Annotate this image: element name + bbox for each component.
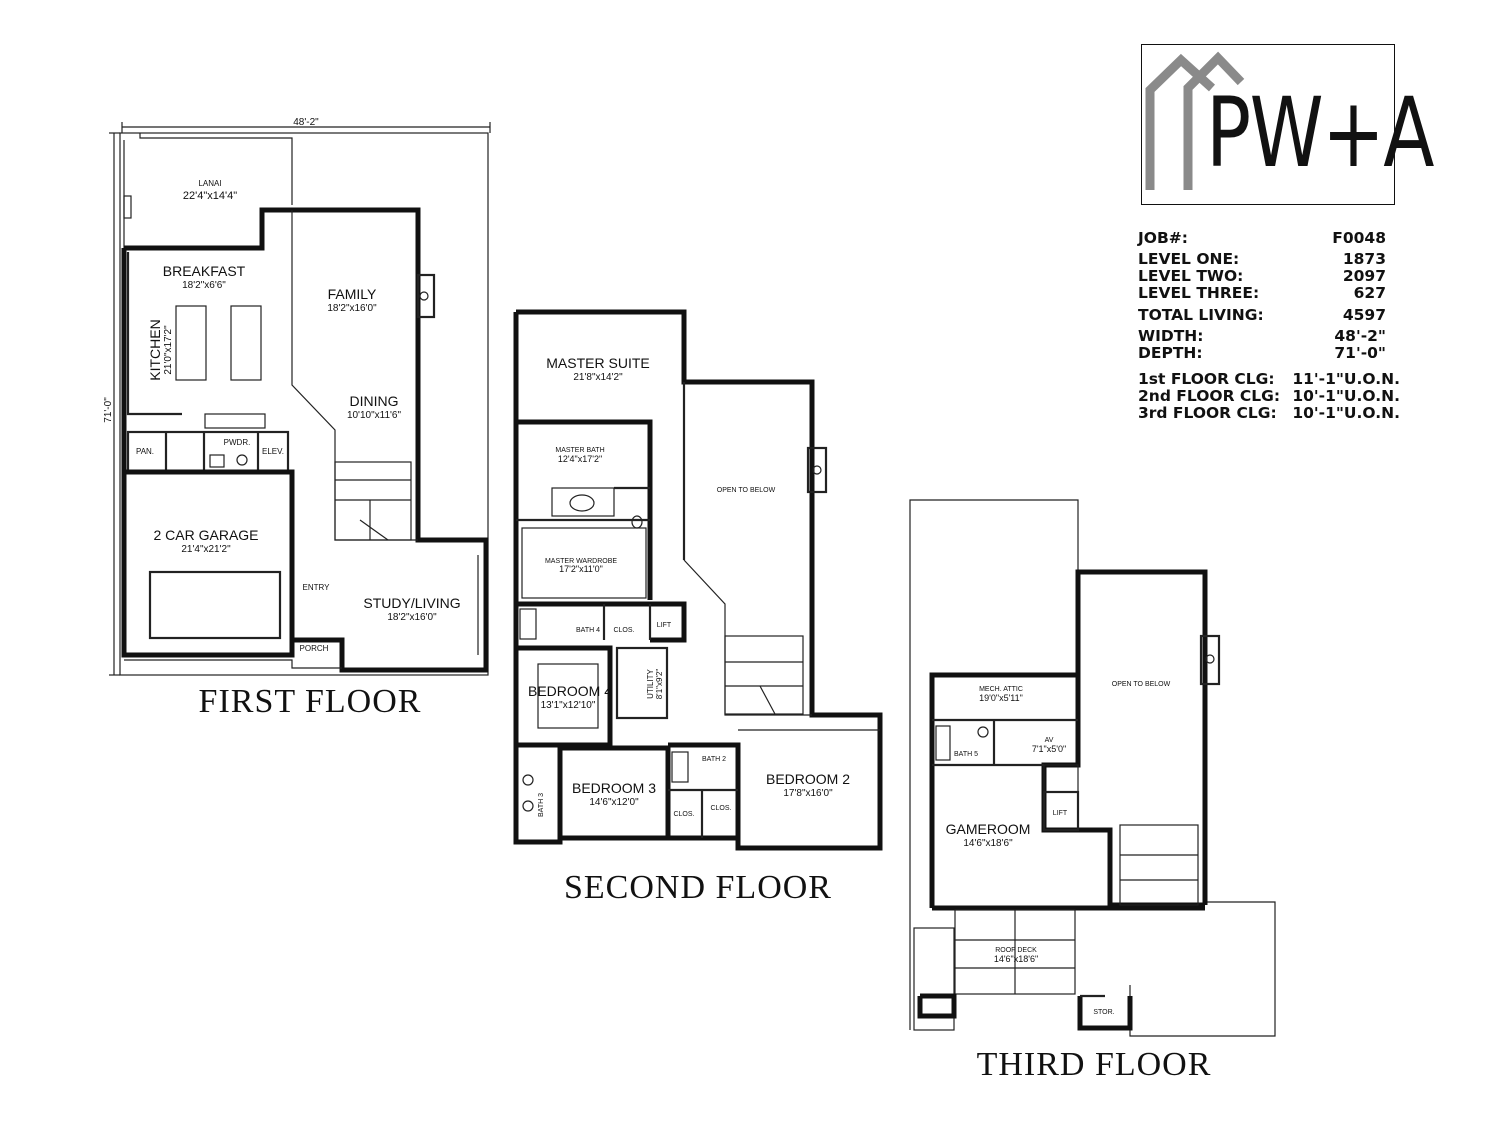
ff-kitchen-size: 21'0"x17'2" — [163, 325, 174, 375]
ff-garage-size: 21'4"x21'2" — [181, 544, 231, 555]
tf-lift-name: LIFT — [1053, 810, 1068, 817]
tf-av-size: 7'1"x5'0" — [1032, 744, 1066, 754]
ff-family-name: FAMILY — [328, 286, 377, 302]
ff-garage-name: 2 CAR GARAGE — [153, 527, 258, 543]
ff-lanai-name: LANAI — [198, 179, 221, 188]
tf-mech-attic-name: MECH. ATTIC — [979, 686, 1023, 693]
sf-clos1-name: CLOS. — [613, 627, 634, 634]
ff-pantry-name: PAN. — [136, 447, 154, 456]
ff-lanai-size: 22'4"x14'4" — [183, 190, 237, 202]
ff-dining-name: DINING — [350, 393, 399, 409]
sf-master-bath-name: MASTER BATH — [555, 447, 604, 454]
ff-kitchen-name: KITCHEN — [147, 319, 163, 380]
second-floor-title: SECOND FLOOR — [564, 869, 832, 906]
info-row-level-three: LEVEL THREE:627 — [1138, 284, 1386, 302]
sf-bath3-name: BATH 3 — [538, 793, 545, 817]
sf-bedroom4-size: 13'1"x12'10" — [541, 700, 596, 711]
sf-clos3-name: CLOS. — [710, 805, 731, 812]
sf-master-bath-size: 12'4"x17'2" — [558, 454, 602, 464]
sf-wardrobe-name: MASTER WARDROBE — [545, 558, 617, 565]
sf-master-suite-name: MASTER SUITE — [546, 355, 649, 371]
info-row-width: WIDTH:48'-2" — [1138, 327, 1386, 345]
ff-study-name: STUDY/LIVING — [363, 595, 460, 611]
sf-bath2-name: BATH 2 — [702, 756, 726, 763]
ff-dining-size: 10'10"x11'6" — [347, 410, 402, 421]
ff-elevator-name: ELEV. — [262, 447, 284, 456]
tf-gameroom-name: GAMEROOM — [946, 821, 1031, 837]
sf-bedroom3-name: BEDROOM 3 — [572, 780, 656, 796]
first-floor-plan: 48'-2" 71'-0" — [103, 117, 491, 720]
tf-bath5-name: BATH 5 — [954, 751, 978, 758]
sf-bedroom2-size: 17'8"x16'0" — [783, 788, 833, 799]
ff-breakfast-name: BREAKFAST — [163, 263, 246, 279]
tf-roof-deck-name: ROOF DECK — [995, 947, 1037, 954]
sf-bath4-name: BATH 4 — [576, 627, 600, 634]
tf-roof-deck-size: 14'6"x18'6" — [994, 954, 1038, 964]
ff-width-dim: 48'-2" — [293, 117, 319, 128]
info-row-3rd-clg: 3rd FLOOR CLG:10'-1"U.O.N. — [1138, 404, 1400, 422]
sf-wardrobe-size: 17'2"x11'0" — [559, 564, 603, 574]
sf-open-below: OPEN TO BELOW — [717, 487, 776, 494]
tf-gameroom-size: 14'6"x18'6" — [963, 838, 1013, 849]
first-floor-title: FIRST FLOOR — [199, 683, 422, 720]
ff-powder-name: PWDR. — [224, 438, 251, 447]
logo-text: PW+A — [1206, 77, 1434, 189]
sf-master-suite-size: 21'8"x14'2" — [573, 372, 623, 383]
tf-mech-attic-size: 19'0"x5'11" — [979, 693, 1023, 703]
sf-bedroom4-name: BEDROOM 4 — [528, 683, 612, 699]
info-row-job: JOB#:F0048 — [1138, 229, 1386, 247]
info-row-2nd-clg: 2nd FLOOR CLG:10'-1"U.O.N. — [1138, 387, 1400, 405]
info-row-depth: DEPTH:71'-0" — [1138, 344, 1386, 362]
info-row-level-one: LEVEL ONE:1873 — [1138, 250, 1386, 268]
info-row-total-living: TOTAL LIVING:4597 — [1138, 306, 1386, 324]
ff-breakfast-size: 18'2"x6'6" — [182, 280, 226, 291]
ff-entry-name: ENTRY — [303, 583, 331, 592]
tf-open-below: OPEN TO BELOW — [1112, 681, 1171, 688]
tf-av-name: AV — [1045, 737, 1054, 744]
sf-bedroom3-size: 14'6"x12'0" — [589, 797, 639, 808]
sf-utility-name: UTILITY — [646, 668, 655, 698]
ff-family-size: 18'2"x16'0" — [327, 303, 377, 314]
sf-clos2-name: CLOS. — [673, 811, 694, 818]
tf-storage-name: STOR. — [1093, 1009, 1114, 1016]
info-row-1st-clg: 1st FLOOR CLG:11'-1"U.O.N. — [1138, 370, 1400, 388]
second-floor-plan: MASTER SUITE 21'8"x14'2" MASTER BATH 12'… — [513, 309, 883, 906]
third-floor-plan: MECH. ATTIC 19'0"x5'11" OPEN TO BELOW BA… — [909, 499, 1276, 1083]
third-floor-title: THIRD FLOOR — [977, 1046, 1212, 1083]
sf-utility-size: 8'1"x9'2" — [655, 669, 664, 700]
info-row-level-two: LEVEL TWO:2097 — [1138, 267, 1386, 285]
sf-bedroom2-name: BEDROOM 2 — [766, 771, 850, 787]
sf-lift-name: LIFT — [657, 622, 672, 629]
ff-depth-dim: 71'-0" — [103, 397, 114, 423]
ff-study-size: 18'2"x16'0" — [387, 612, 437, 623]
ff-porch-name: PORCH — [300, 644, 329, 653]
logo-frame — [1141, 44, 1395, 205]
